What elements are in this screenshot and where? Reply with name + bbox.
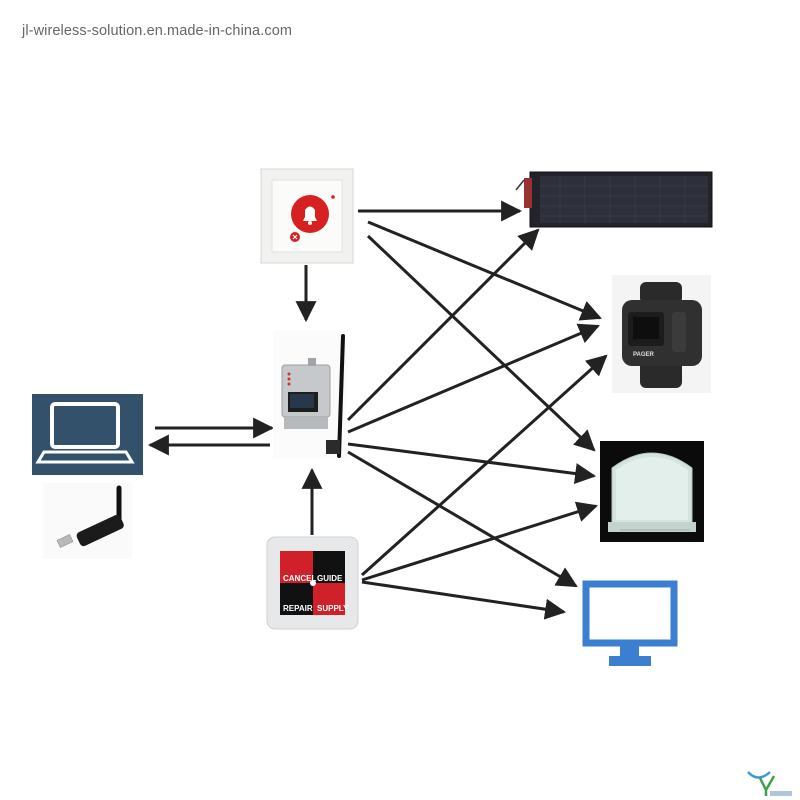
arrow-receiver-to-antenna	[347, 442, 597, 484]
panel-label-guide: GUIDE	[317, 574, 343, 583]
service-call-panel: CANCEL GUIDE REPAIR SUPPLY	[266, 536, 359, 630]
pager-watch: PAGER	[612, 275, 711, 393]
panel-guide-key	[313, 551, 345, 583]
arrow-panel-to-antenna	[361, 501, 599, 582]
y-logo-icon	[747, 771, 792, 796]
arrow-receiver-to-watch	[347, 323, 600, 434]
arrow-receiver-to-display	[346, 228, 540, 422]
arrow-bell-to-antenna	[366, 234, 596, 452]
usb-dongle	[43, 483, 132, 559]
panel-label-cancel: CANCEL	[283, 574, 316, 583]
arrow-panel-to-monitor	[361, 580, 567, 620]
panel-label-repair: REPAIR	[283, 604, 313, 613]
laptop-icon	[32, 394, 143, 475]
outdoor-antenna	[600, 441, 704, 542]
panel-repair-key	[280, 583, 313, 615]
display-connector	[524, 178, 532, 208]
pager-brand-label: PAGER	[633, 352, 655, 358]
arrow-panel-to-watch	[360, 354, 608, 577]
monitor-icon	[582, 580, 678, 666]
panel-cancel-key	[280, 551, 313, 583]
bell-call-button	[260, 168, 354, 264]
led-display-board	[515, 171, 713, 228]
wireless-receiver-gateway	[273, 331, 347, 459]
arrows	[147, 200, 608, 620]
bell-icon	[303, 206, 317, 221]
receiver-antenna	[337, 334, 345, 458]
watermark-text: jl-wireless-solution.en.made-in-china.co…	[22, 23, 293, 39]
arrow-receiver-to-monitor	[347, 450, 578, 588]
panel-label-supply: SUPPLY	[317, 604, 349, 613]
panel-supply-key	[313, 583, 345, 615]
arrow-bell-to-watch	[367, 220, 602, 321]
